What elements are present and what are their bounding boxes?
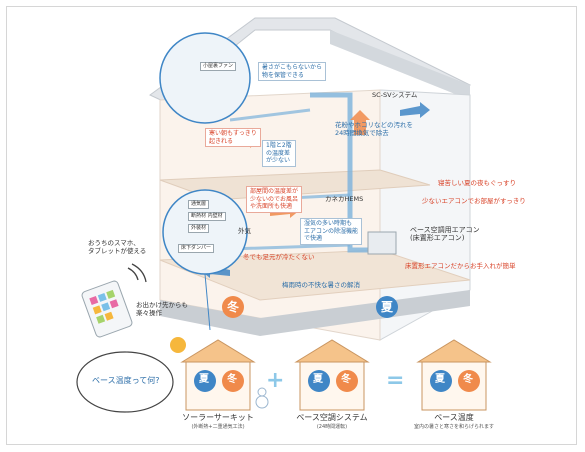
floor-temp-label: 1階と2階 の温度差 が少ない (262, 140, 296, 167)
bottom-house-3 (416, 339, 492, 411)
outdoor-air-label: 外気 (238, 227, 251, 235)
humid-label: 湿気の多い時期も エアコンの除湿機能 で快適 (300, 218, 363, 245)
damper-label-4: 床下ダンパー (178, 244, 215, 253)
equals-sign: = (386, 368, 405, 393)
damper-label-1: 通気層 (188, 200, 210, 209)
vent-fan-label: 小屋裏ファン (200, 62, 237, 71)
summer-heat-label: 梅雨時の不快な暑さの解消 (282, 281, 360, 289)
question-bubble (76, 351, 174, 413)
card3-caption: ベース温度 室内の暑さと寒さを和らげられます (400, 412, 508, 430)
ground-floor (159, 249, 471, 301)
summer-badge: 夏 (376, 296, 398, 318)
sc-sv-label: SC-SVシステム (372, 91, 418, 99)
card3-winter-glyph: 冬 (463, 374, 473, 385)
floor-ac-unit (367, 231, 397, 255)
card2-subtitle: (24時間運転) (316, 424, 348, 430)
duct-system (310, 92, 380, 253)
few-ac-label: 少ないエアコンでお部屋がすっきり (422, 197, 526, 205)
base-question-text: ベース温度って何? (92, 376, 160, 385)
card1-subtitle: (外断熱+二重通気工法) (191, 424, 245, 430)
card1-caption: ソーラーサーキット (外断熱+二重通気工法) (170, 412, 266, 430)
wifi-icon (127, 263, 147, 283)
heat-retention-label: 暑さがこもらないから 物を保管できる (258, 62, 327, 81)
easy-care-label: 床置形エアコンだからお手入れが簡単 (405, 262, 516, 270)
base-ac-label: ベース空調用エアコン (床置形エアコン) (410, 226, 480, 243)
card3-title: ベース温度 (434, 413, 474, 422)
smartphone-label: おうちのスマホ、 タブレットが使える (88, 239, 147, 255)
card1-winter-glyph: 冬 (227, 374, 237, 385)
card2-caption: ベース空調システム (24時間運転) (284, 412, 380, 430)
card2-winter-glyph: 冬 (341, 374, 351, 385)
bottom-house-2 (294, 339, 370, 411)
small-diff-label: 部屋間の温度差が 少ないのでお風呂 や洗面所も快適 (246, 186, 303, 213)
bottom-house-1 (180, 339, 256, 411)
sun-icon (170, 337, 186, 353)
summer-sleep-label: 寝苦しい夏の夜もぐっすり (438, 179, 516, 187)
detail-leader (204, 273, 211, 331)
pollen-label: 花粉やホコリなどの汚れを 24時間換気で除去 (335, 121, 413, 137)
damper-label-2: 断熱材 内壁材 (188, 212, 226, 221)
snowman-icon (255, 387, 269, 409)
card3-summer-glyph: 夏 (435, 374, 445, 385)
card2-summer-glyph: 夏 (313, 374, 323, 385)
card1-title: ソーラーサーキット (182, 413, 254, 422)
card1-summer-glyph: 夏 (199, 374, 209, 385)
warm-feet-label: 冬でも足元が冷たくない (243, 253, 315, 261)
tablet-buttons (89, 289, 119, 324)
house-roof-right (330, 30, 470, 100)
morning-label: 寒い朝もすっきり 起きれる (205, 128, 261, 147)
attic-detail-circle (159, 32, 251, 124)
hems-label: カネカHEMS (325, 195, 364, 203)
remote-op-label: お出かけ先からも 楽々操作 (136, 301, 188, 317)
winter-badge: 冬 (222, 296, 244, 318)
plus-sign: + (266, 368, 285, 393)
card3-subtitle: 室内の暑さと寒さを和らげられます (413, 424, 494, 430)
damper-label-3: 外装材 (188, 224, 210, 233)
card2-title: ベース空調システム (296, 413, 368, 422)
